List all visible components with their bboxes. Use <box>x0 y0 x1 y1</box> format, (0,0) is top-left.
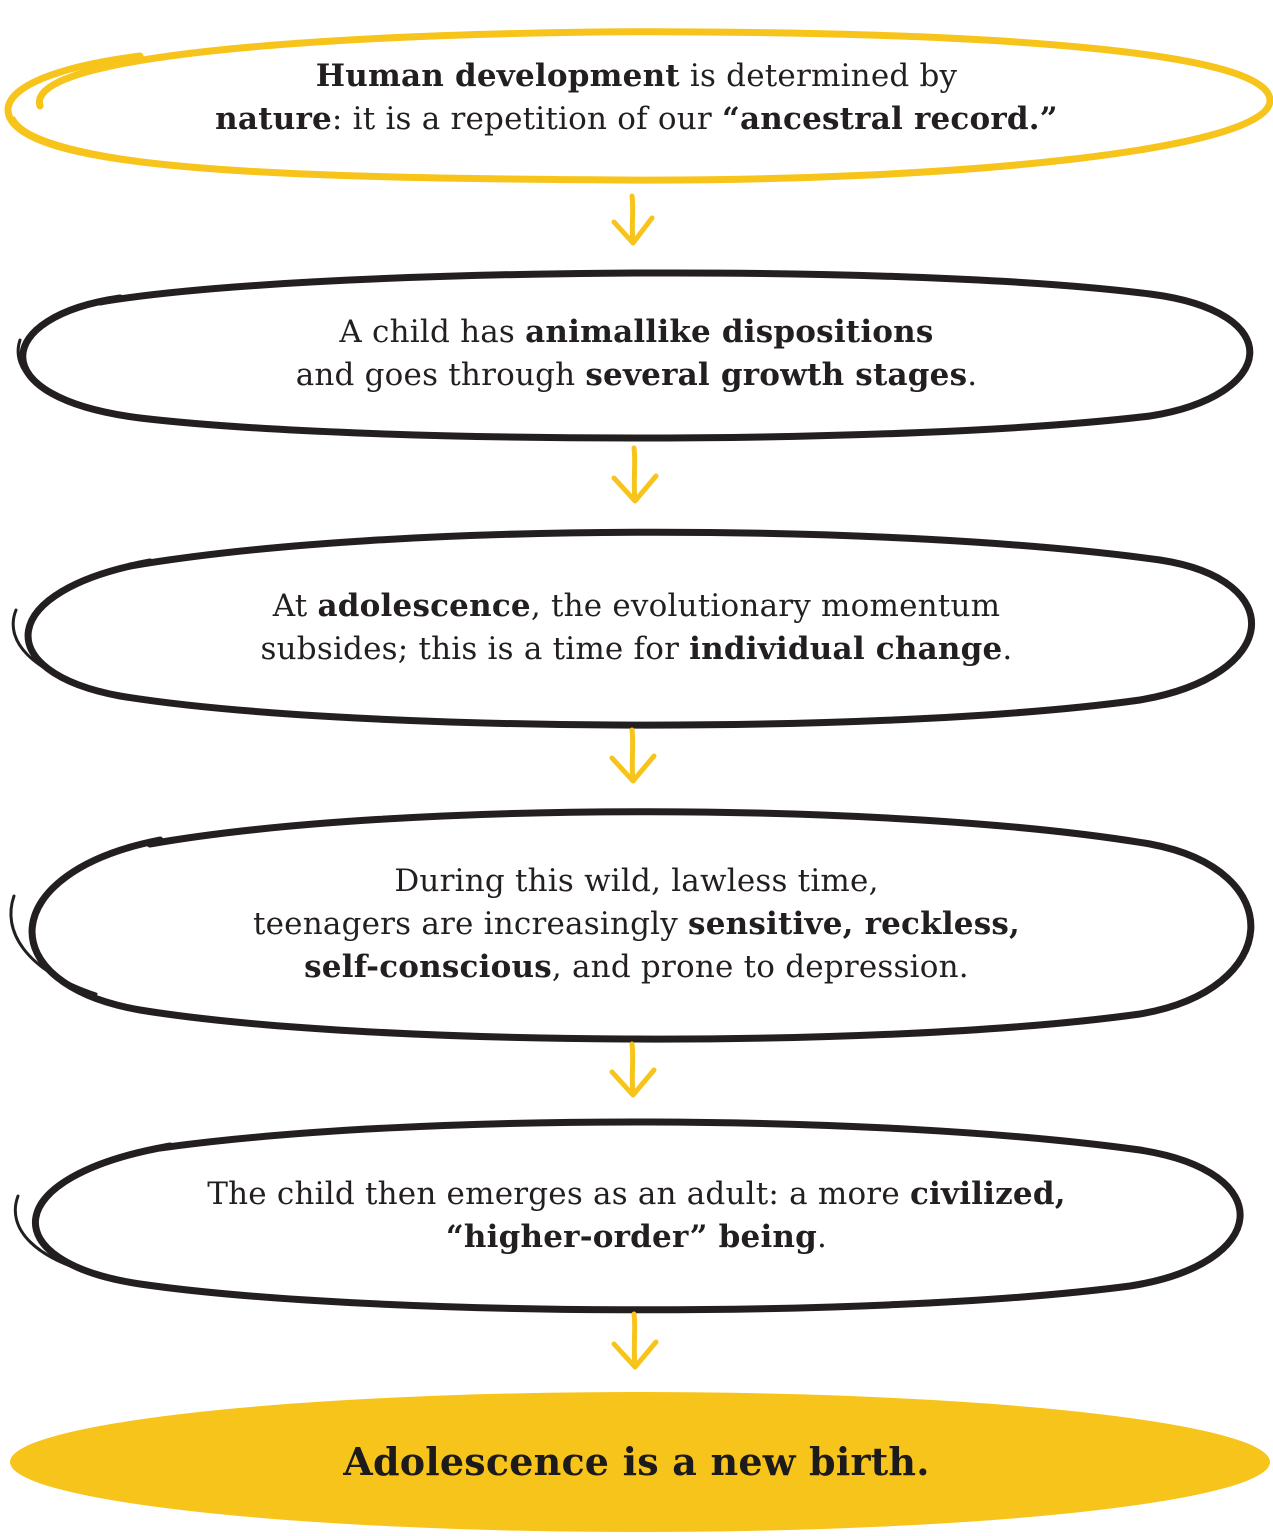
emphasis-text: Human development <box>315 58 680 94</box>
node-line: self-conscious, and prone to depression. <box>253 946 1020 989</box>
emphasis-text: “higher-order” being <box>445 1219 818 1255</box>
body-text: subsides; this is a time for <box>260 631 690 667</box>
node-line: During this wild, lawless time, <box>253 860 1020 903</box>
emphasis-text: several growth stages <box>585 357 968 393</box>
node-line: subsides; this is a time for individual … <box>261 628 1013 671</box>
body-text: , the evolutionary momentum <box>530 588 1001 624</box>
emphasis-text: sensitive, reckless, <box>688 905 1021 942</box>
node-5-text: The child then emerges as an adult: a mo… <box>207 1173 1065 1259</box>
node-6-text: Adolescence is a new birth. <box>343 1440 929 1483</box>
node-line: Human development is determined by <box>215 55 1058 98</box>
down-arrow-icon <box>611 1311 659 1370</box>
connector-3-4 <box>609 727 657 784</box>
emphasis-text: self-conscious <box>304 948 552 985</box>
node-3-ellipse <box>11 528 1255 729</box>
node-5: The child then emerges as an adult: a mo… <box>0 1152 1273 1280</box>
connector-1-2 <box>611 193 655 246</box>
emphasis-text: nature <box>215 101 332 137</box>
node-line: teenagers are increasingly sensitive, re… <box>253 903 1020 946</box>
node-3: At adolescence, the evolutionary momentu… <box>0 564 1273 692</box>
emphasis-text: individual change <box>689 631 1003 667</box>
body-text: , and prone to depression. <box>551 948 969 985</box>
connector-2-3 <box>611 445 659 504</box>
node-4-ellipse <box>9 808 1255 1043</box>
body-text: The child then emerges as an adult: a mo… <box>207 1176 910 1212</box>
node-line: “higher-order” being. <box>207 1216 1065 1259</box>
emphasis-text: Adolescence is a new birth. <box>343 1438 930 1484</box>
node-3-text: At adolescence, the evolutionary momentu… <box>261 585 1013 671</box>
node-1-ellipse <box>4 28 1273 184</box>
emphasis-text: adolescence <box>317 588 531 624</box>
down-arrow-icon <box>609 1041 657 1098</box>
body-text: : it is a repetition of our <box>331 101 722 137</box>
emphasis-text: animallike dispositions <box>525 314 934 350</box>
node-6: Adolescence is a new birth. <box>0 1398 1273 1524</box>
body-text: and goes through <box>295 357 586 393</box>
node-line: and goes through several growth stages. <box>296 354 978 397</box>
body-text: At <box>272 588 318 624</box>
body-text: teenagers are increasingly <box>252 905 689 942</box>
node-5-ellipse <box>13 1118 1244 1314</box>
body-text: . <box>1002 631 1013 667</box>
node-line: nature: it is a repetition of our “ances… <box>215 98 1058 141</box>
node-2-ellipse <box>16 269 1254 442</box>
body-text: A child has <box>339 314 526 350</box>
body-text: is determined by <box>679 58 958 94</box>
emphasis-text: “ancestral record <box>721 101 1029 137</box>
emphasis-text: .” <box>1028 101 1058 137</box>
node-line: The child then emerges as an adult: a mo… <box>207 1173 1065 1216</box>
node-line: A child has animallike dispositions <box>296 311 978 354</box>
node-line: At adolescence, the evolutionary momentu… <box>261 585 1013 628</box>
node-4: During this wild, lawless time, teenagers… <box>0 838 1273 1010</box>
node-6-ellipse <box>10 1392 1270 1532</box>
down-arrow-icon <box>611 193 655 246</box>
down-arrow-icon <box>609 727 657 784</box>
emphasis-text: civilized, <box>909 1176 1066 1212</box>
node-line: Adolescence is a new birth. <box>343 1440 929 1483</box>
connector-4-5 <box>609 1041 657 1098</box>
body-text: . <box>817 1219 828 1255</box>
node-4-text: During this wild, lawless time, teenagers… <box>253 860 1020 989</box>
connector-5-6 <box>611 1311 659 1370</box>
down-arrow-icon <box>611 445 659 504</box>
body-text: During this wild, lawless time, <box>394 862 879 899</box>
body-text: . <box>967 357 978 393</box>
